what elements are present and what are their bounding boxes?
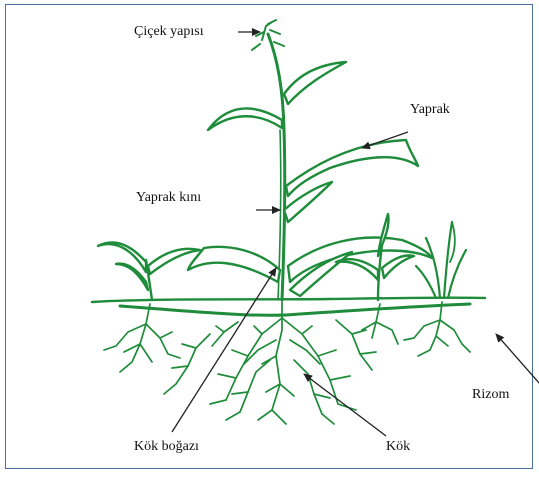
main-stem (268, 34, 285, 300)
mid-leaf-right (286, 140, 418, 196)
arrow-root-collar (172, 268, 276, 432)
arrow-rhizome (496, 334, 539, 384)
rhizome (120, 304, 470, 315)
label-leaf: Yaprak (410, 103, 450, 117)
label-rhizome: Rizom (472, 388, 509, 402)
arrow-root (304, 374, 386, 436)
root-system (104, 302, 470, 424)
label-leaf-sheath: Yaprak kını (136, 191, 201, 205)
upper-leaf-right (284, 62, 346, 104)
label-root: Kök (386, 440, 410, 454)
label-root-collar: Kök boğazı (134, 440, 199, 454)
upper-leaf-left (208, 109, 282, 131)
label-flower-structure: Çiçek yapısı (134, 25, 204, 39)
grass-clump (416, 222, 466, 298)
lower-leaf-left (188, 247, 280, 282)
